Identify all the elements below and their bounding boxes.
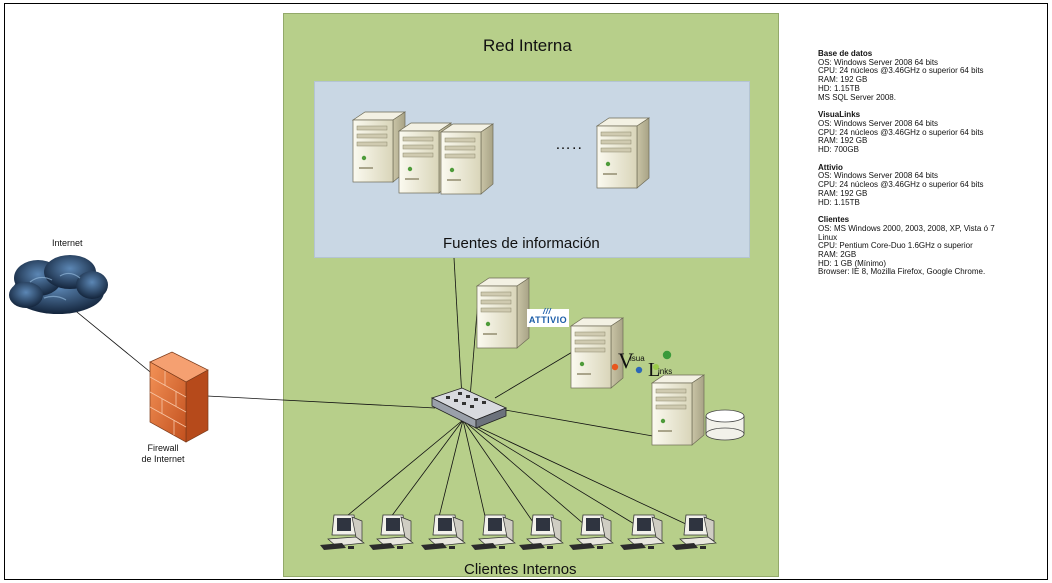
source-server-4-icon [596,117,650,189]
attivio-logo: /// ATTIVIO [527,307,569,327]
client-pc-7-icon [619,514,665,551]
firewall-label-line2: de Internet [141,454,185,464]
spec-line: OS: Windows Server 2008 64 bits [818,118,939,128]
spec-line: HD: 700GB [818,145,859,155]
spec-line: CPU: 24 núcleos @3.46GHz o superior 64 b… [818,66,984,76]
database-disk-icon [705,409,745,441]
red-interna-title: Red Interna [483,36,572,55]
internet-label: Internet [52,238,83,248]
spec-line: CPU: 24 núcleos @3.46GHz o superior 64 b… [818,127,984,137]
attivio-server-icon [476,277,530,349]
spec-base-de-datos: Base de datos OS: Windows Server 2008 64… [818,49,1050,102]
svg-text:V: V [618,348,634,373]
spec-title: VisuaLinks [818,110,861,120]
svg-text:inks: inks [658,367,672,376]
firewall-label: Firewall de Internet [128,443,198,465]
spec-line: OS: Windows Server 2008 64 bits [818,171,939,181]
source-server-3-icon [440,123,494,195]
specs-panel: Base de datos OS: Windows Server 2008 64… [818,49,1050,286]
spec-line: Browser: IE 8, Mozilla Firefox, Google C… [818,267,986,277]
spec-line: HD: 1.15TB [818,83,860,93]
spec-line: RAM: 2GB [818,250,857,260]
spec-line: HD: 1.15TB [818,197,860,207]
client-pc-1-icon [319,514,365,551]
firewall-icon [149,351,209,443]
svg-text:isua: isua [630,354,645,363]
fuentes-title: Fuentes de información [443,235,600,252]
connection-lines [49,257,689,526]
client-pc-6-icon [568,514,614,551]
spec-title: Attivio [818,162,843,172]
spec-line: HD: 1 GB (Mínimo) [818,258,887,268]
spec-line: CPU: 24 núcleos @3.46GHz o superior 64 b… [818,180,984,190]
visualinks-logo: V isua L inks [612,348,672,380]
more-sources-ellipsis: ….. [555,136,583,153]
source-server-1-icon [352,111,406,183]
spec-line: OS: Windows Server 2008 64 bits [818,57,939,67]
spec-clientes: Clientes OS: MS Windows 2000, 2003, 2008… [818,216,1050,277]
spec-line: RAM: 192 GB [818,75,868,85]
spec-line: OS: MS Windows 2000, 2003, 2008, XP, Vis… [818,223,995,233]
database-server-icon [651,374,705,446]
firewall-label-line1: Firewall [147,443,179,453]
spec-title: Clientes [818,215,850,225]
spec-line: CPU: Pentium Core-Duo 1.6GHz o superior [818,241,973,251]
internet-cloud-icon [9,255,108,314]
attivio-logo-text: ATTIVIO [528,315,568,325]
client-pc-4-icon [470,514,516,551]
spec-attivio: Attivio OS: Windows Server 2008 64 bits … [818,162,1050,208]
spec-line: RAM: 192 GB [818,136,868,146]
spec-title: Base de datos [818,49,873,58]
client-pc-3-icon [420,514,466,551]
spec-visualinks: VisuaLinks OS: Windows Server 2008 64 bi… [818,111,1050,155]
spec-line: MS SQL Server 2008. [818,92,896,102]
spec-line: RAM: 192 GB [818,188,868,198]
spec-line: Linux [818,232,838,242]
client-pc-2-icon [368,514,414,551]
clientes-title: Clientes Internos [464,561,577,578]
client-pc-5-icon [518,514,564,551]
visualinks-logo-text: VisuaLinks [0,0,1,1]
network-switch-icon [430,387,508,429]
